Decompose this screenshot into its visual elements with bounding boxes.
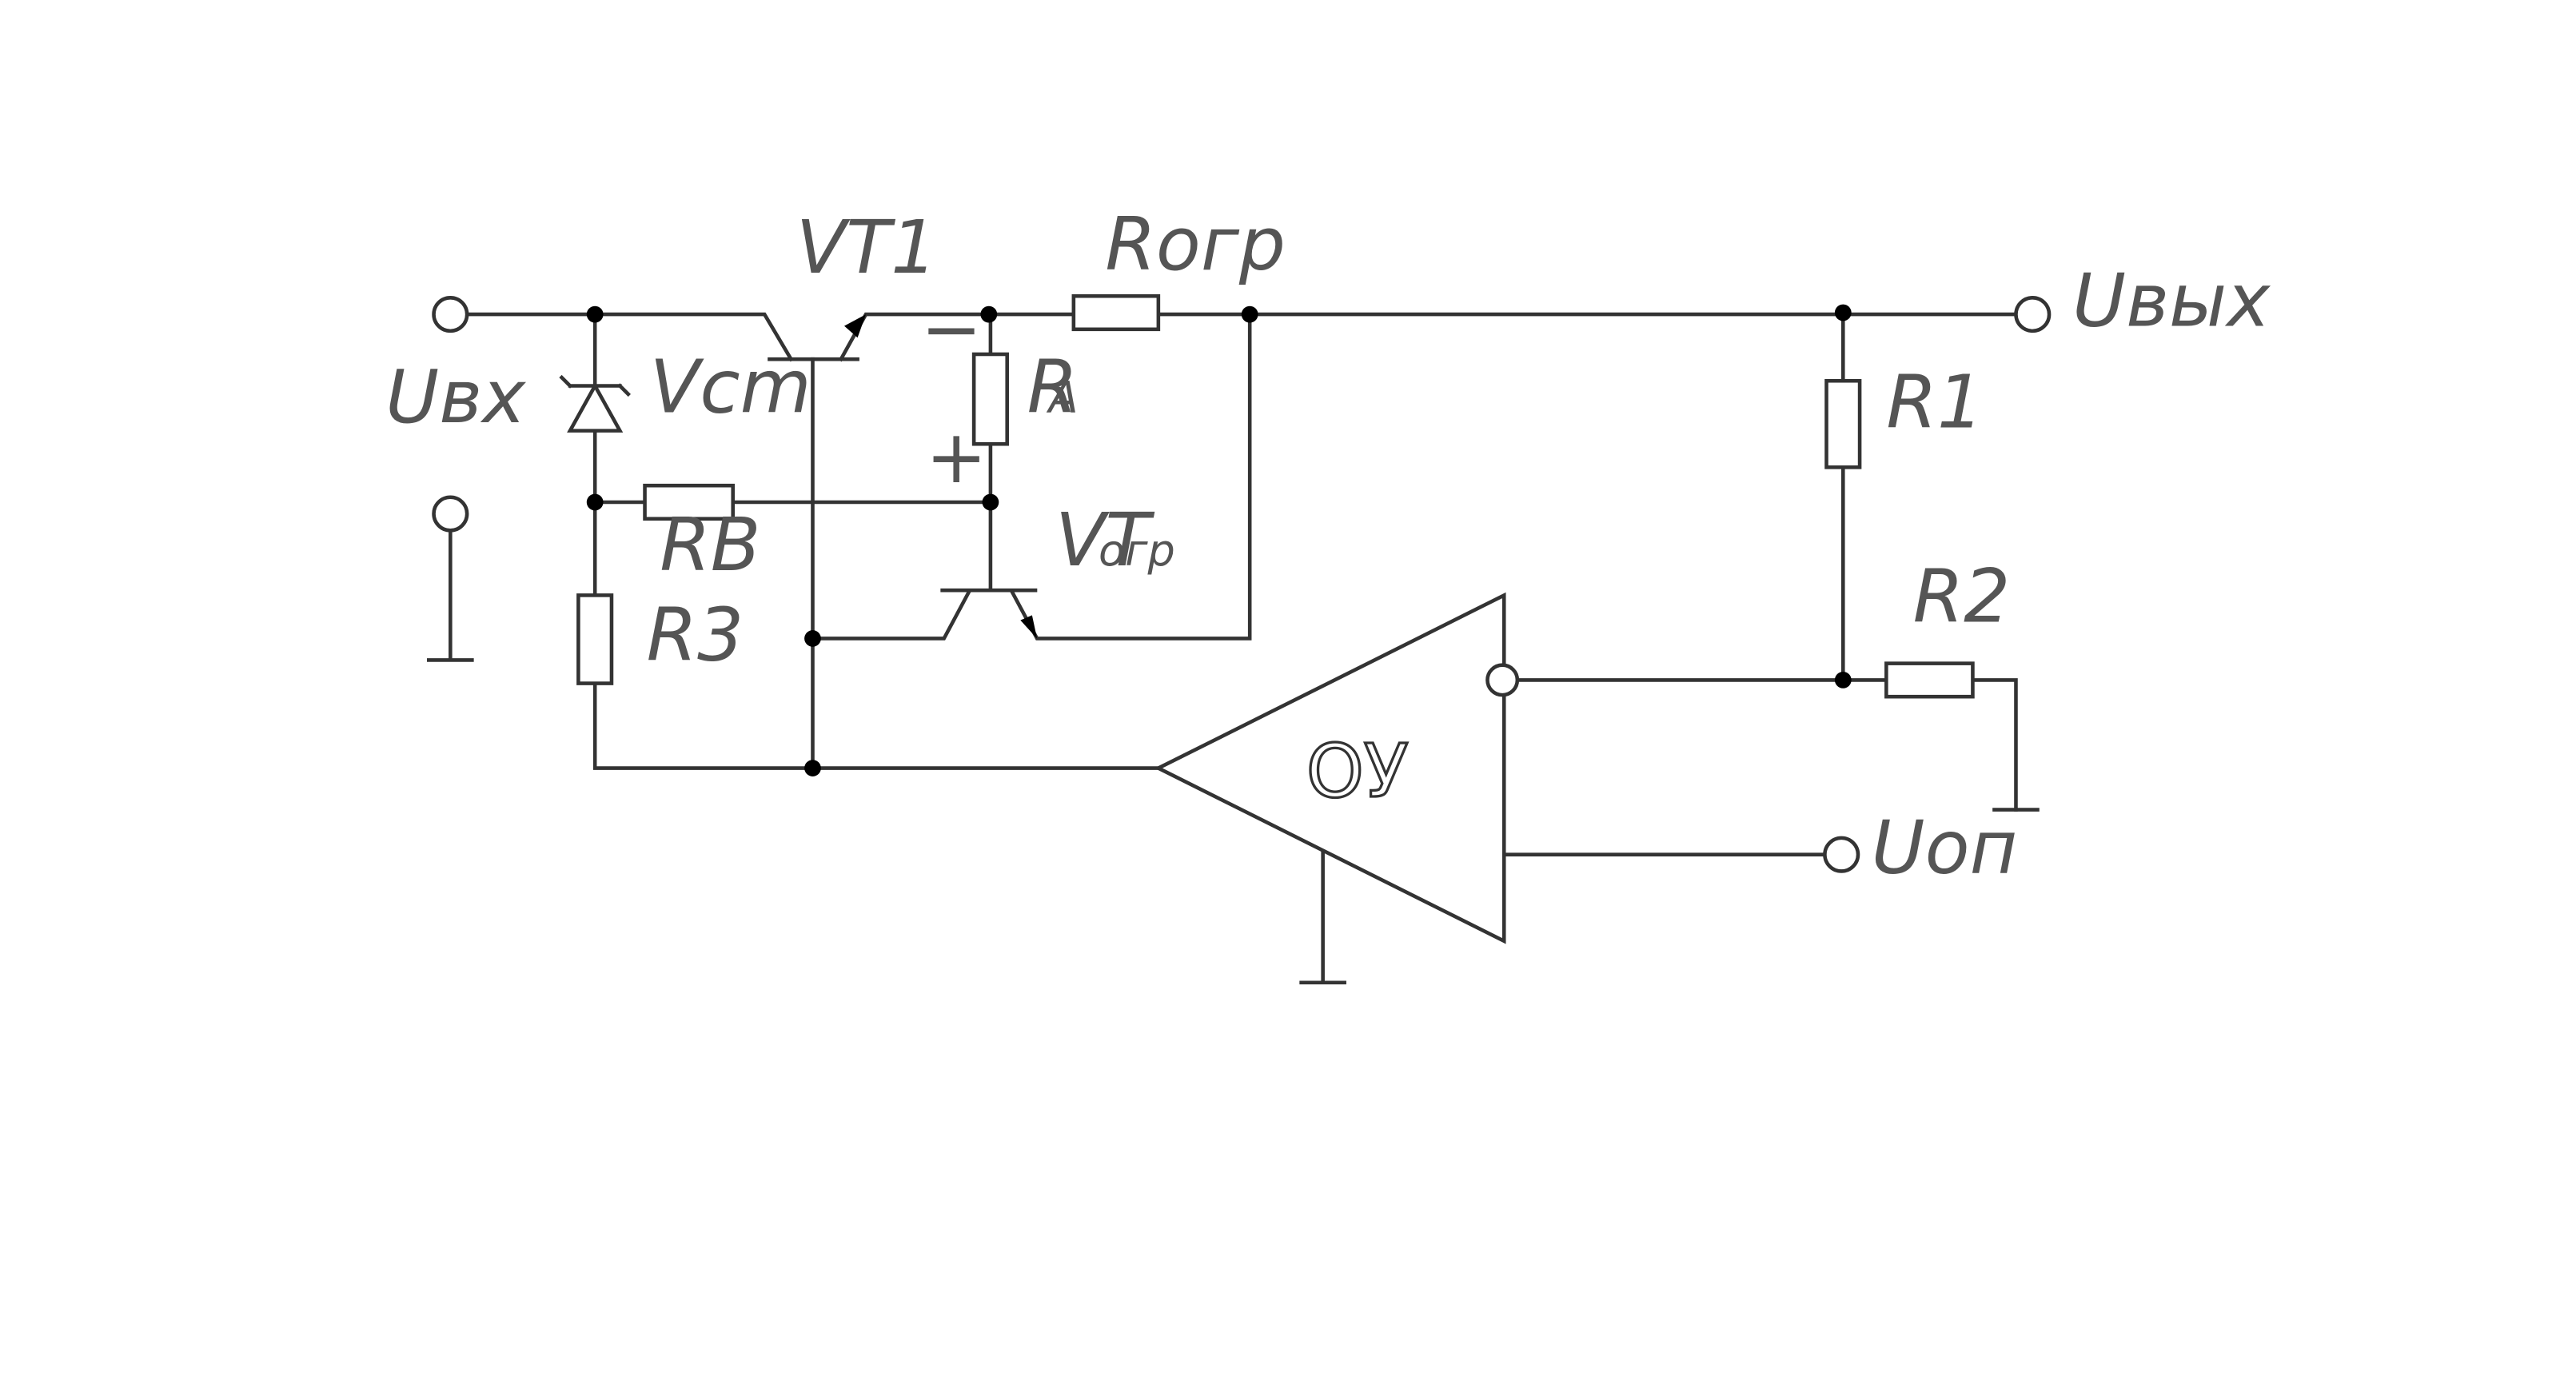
label-minus: − bbox=[921, 286, 983, 372]
wire-input-ground bbox=[427, 529, 474, 662]
wire-zener-column bbox=[592, 312, 1161, 770]
vt1-emitter-arrow bbox=[843, 314, 867, 338]
label-u-out: Uвых bbox=[2072, 258, 2271, 344]
vtlim-emitter-arrow bbox=[1020, 615, 1038, 639]
label-rb: RB bbox=[660, 502, 760, 588]
resistor-r3 bbox=[576, 593, 614, 685]
label-vt-lim: VT bbox=[1055, 497, 1155, 583]
terminal-u-out bbox=[2014, 296, 2052, 333]
label-ra: R bbox=[1027, 345, 1079, 430]
terminal-u-in-return bbox=[432, 495, 469, 533]
label-plus: + bbox=[926, 414, 987, 500]
label-vt-lim-sub: огр bbox=[1099, 525, 1175, 576]
terminal-u-in bbox=[432, 296, 469, 333]
label-u-in: Uвх bbox=[385, 354, 526, 440]
ground-opamp bbox=[1299, 848, 1346, 985]
label-zener: Vcm bbox=[650, 345, 811, 430]
resistor-ra bbox=[971, 352, 1009, 446]
label-r1: R1 bbox=[1886, 359, 1984, 445]
label-r2: R2 bbox=[1913, 554, 2011, 640]
opamp bbox=[1154, 592, 1520, 944]
label-opamp: ОУ bbox=[1306, 728, 1409, 814]
junctions bbox=[586, 304, 1852, 776]
wire-input-to-vt1 bbox=[465, 312, 794, 362]
terminal-u-ref bbox=[1823, 836, 1860, 873]
label-r-lim: Rогр bbox=[1105, 202, 1286, 287]
resistor-r2 bbox=[1884, 661, 1975, 699]
label-ra-sub: A bbox=[1047, 373, 1079, 423]
label-vt1: VT1 bbox=[796, 205, 938, 290]
label-u-ref: Uоп bbox=[1872, 805, 2018, 891]
resistor-rb bbox=[643, 483, 735, 521]
zener-diode bbox=[559, 374, 631, 433]
wires bbox=[427, 312, 2040, 985]
label-r3: R3 bbox=[647, 592, 744, 677]
wire-vtlim-emitter bbox=[1009, 312, 1252, 641]
resistor-r1 bbox=[1824, 378, 1862, 469]
wire-opamp-out bbox=[1517, 678, 2018, 812]
resistor-rlim bbox=[1071, 293, 1161, 332]
wire-vtlim-collector bbox=[811, 589, 971, 641]
